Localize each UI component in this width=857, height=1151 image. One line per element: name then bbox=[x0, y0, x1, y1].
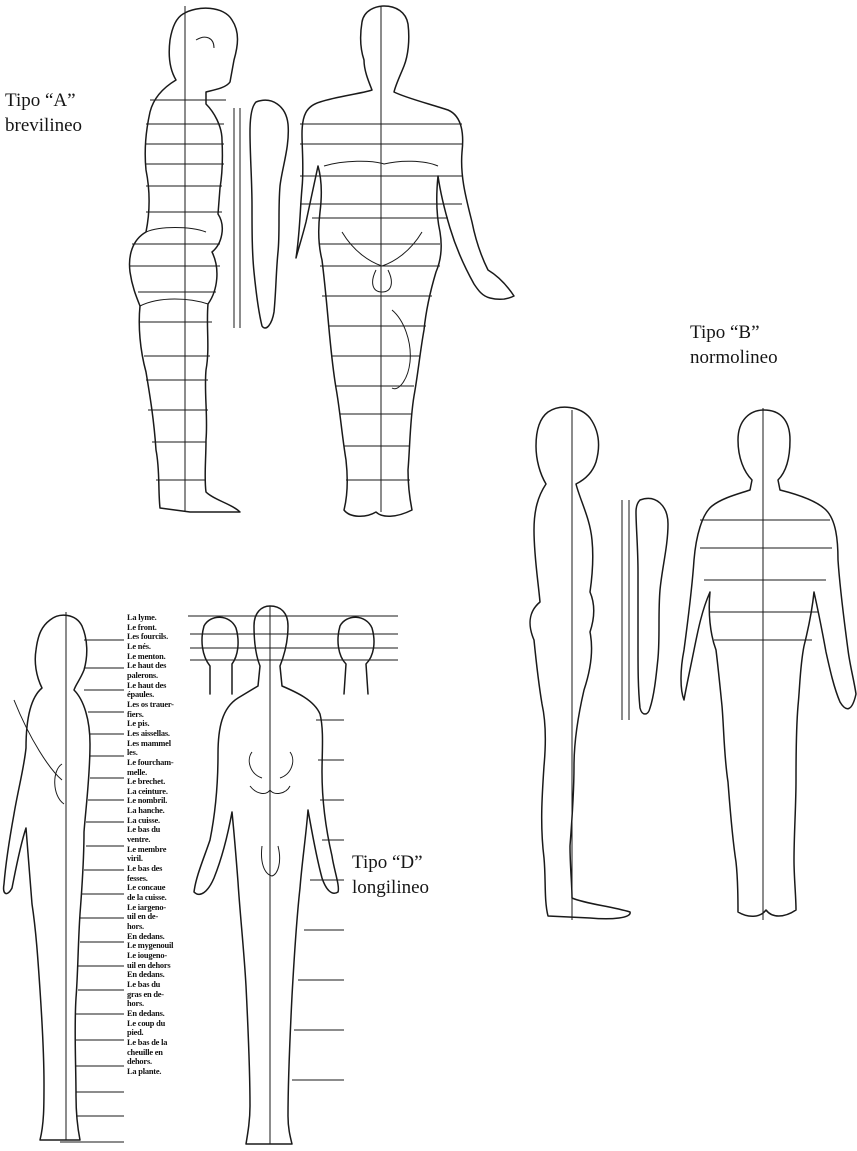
type-b-label: Tipo “B” normolineo bbox=[690, 320, 778, 370]
legend-line: Le iougeno- bbox=[127, 951, 197, 961]
legend-line: pied. bbox=[127, 1028, 197, 1038]
legend-line: cheuille en bbox=[127, 1048, 197, 1058]
legend-line: hors. bbox=[127, 999, 197, 1009]
legend-line: En dedans. bbox=[127, 932, 197, 942]
type-b-title: Tipo “B” bbox=[690, 320, 778, 345]
legend-line: En dedans. bbox=[127, 1009, 197, 1019]
legend-line: Le mygenouil bbox=[127, 941, 197, 951]
type-d-side-figure bbox=[4, 612, 124, 1142]
type-d-front-figure bbox=[194, 606, 344, 1144]
legend-line: Le membre bbox=[127, 845, 197, 855]
legend-line: Le bas du bbox=[127, 825, 197, 835]
type-a-label: Tipo “A” brevilineo bbox=[5, 88, 82, 138]
legend-line: Les mammel bbox=[127, 739, 197, 749]
legend-line: dehors. bbox=[127, 1057, 197, 1067]
legend-line: La lyme. bbox=[127, 613, 197, 623]
legend-line: Les fourcils. bbox=[127, 632, 197, 642]
legend-line: Le bas du bbox=[127, 980, 197, 990]
legend-line: hors. bbox=[127, 922, 197, 932]
type-a-front-figure bbox=[296, 6, 514, 516]
type-b-front-figure bbox=[681, 408, 856, 920]
legend-line: Le haut des bbox=[127, 681, 197, 691]
legend-line: épaules. bbox=[127, 690, 197, 700]
legend-line: Le brechet. bbox=[127, 777, 197, 787]
legend-line: La plante. bbox=[127, 1067, 197, 1077]
type-b-arm-figure bbox=[622, 498, 668, 720]
legend-line: La hanche. bbox=[127, 806, 197, 816]
legend-line: Le bas des bbox=[127, 864, 197, 874]
legend-line: uil en dehors bbox=[127, 961, 197, 971]
legend-line: palerons. bbox=[127, 671, 197, 681]
type-a-title: Tipo “A” bbox=[5, 88, 82, 113]
landmark-legend: La lyme. Le front. Les fourcils. Le nés.… bbox=[127, 613, 197, 1077]
legend-line: fiers. bbox=[127, 710, 197, 720]
legend-line: Le pis. bbox=[127, 719, 197, 729]
type-d-label: Tipo “D” longilineo bbox=[352, 850, 429, 900]
legend-line: de la cuisse. bbox=[127, 893, 197, 903]
type-d-head-studies bbox=[188, 616, 398, 694]
legend-line: Le menton. bbox=[127, 652, 197, 662]
legend-line: gras en de- bbox=[127, 990, 197, 1000]
type-a-subtitle: brevilineo bbox=[5, 113, 82, 138]
legend-line: Le front. bbox=[127, 623, 197, 633]
legend-line: melle. bbox=[127, 768, 197, 778]
legend-line: viril. bbox=[127, 854, 197, 864]
legend-line: Le nombril. bbox=[127, 796, 197, 806]
legend-line: Le nés. bbox=[127, 642, 197, 652]
legend-line: Le coup du bbox=[127, 1019, 197, 1029]
type-a-side-figure bbox=[130, 6, 240, 512]
legend-line: fesses. bbox=[127, 874, 197, 884]
legend-line: En dedans. bbox=[127, 970, 197, 980]
type-d-subtitle: longilineo bbox=[352, 875, 429, 900]
legend-line: Le iargeno- bbox=[127, 903, 197, 913]
legend-line: La cuisse. bbox=[127, 816, 197, 826]
legend-line: Le bas de la bbox=[127, 1038, 197, 1048]
legend-line: La ceinture. bbox=[127, 787, 197, 797]
legend-line: Les os trauer- bbox=[127, 700, 197, 710]
legend-line: Les aissellas. bbox=[127, 729, 197, 739]
legend-line: uil en de- bbox=[127, 912, 197, 922]
type-b-side-figure bbox=[530, 407, 630, 920]
type-a-arm-figure bbox=[234, 100, 288, 328]
legend-line: Le concaue bbox=[127, 883, 197, 893]
legend-line: ventre. bbox=[127, 835, 197, 845]
legend-line: Le fourcham- bbox=[127, 758, 197, 768]
legend-line: les. bbox=[127, 748, 197, 758]
legend-line: Le haut des bbox=[127, 661, 197, 671]
type-d-title: Tipo “D” bbox=[352, 850, 429, 875]
type-b-subtitle: normolineo bbox=[690, 345, 778, 370]
